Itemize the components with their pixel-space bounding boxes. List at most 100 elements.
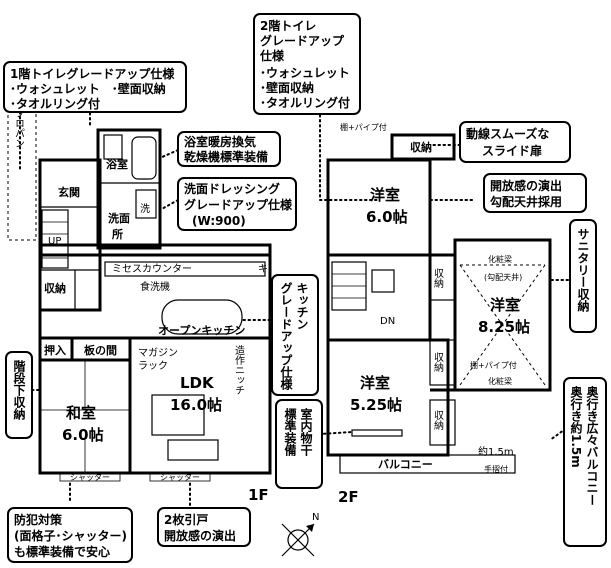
- svg-text:1階トイレグレードアップ仕様: 1階トイレグレードアップ仕様: [10, 66, 175, 81]
- svg-text:開放感の演出: 開放感の演出: [164, 528, 236, 543]
- toilet-1f: [103, 134, 123, 160]
- label-handrail: 手摺付: [484, 464, 508, 474]
- toilet-2f: [371, 269, 395, 293]
- svg-text:･ウォシュレット: ･ウォシュレット: [260, 66, 350, 80]
- callout-kitchen: キッチン グレードアップ仕様: [271, 274, 319, 396]
- callout-toilet1: 1階トイレグレードアップ仕様 ･ウォシュレット ･壁面収納 ･タオルリング付: [3, 61, 187, 113]
- label-beam-1: 化粧梁: [488, 254, 512, 264]
- room-washitsu-size: 6.0帖: [62, 426, 104, 444]
- svg-text:キッチン: キッチン: [295, 282, 309, 330]
- label-dishwasher: 食洗機: [140, 280, 170, 293]
- compass-icon: N: [281, 512, 319, 557]
- svg-text:室内物干: 室内物干: [299, 407, 313, 457]
- shutter-washitsu: [59, 472, 121, 482]
- balcony-outline: [339, 454, 516, 474]
- svg-text:グレードアップ: グレードアップ: [260, 33, 345, 48]
- svg-text:2階トイレ: 2階トイレ: [260, 18, 316, 33]
- label-openkitchen: オープンキッチン: [158, 323, 245, 337]
- label-sink-cab: 洗: [140, 203, 150, 215]
- label-magazine-1: マガジン: [138, 347, 178, 359]
- label-pipe-2: 棚+パイプ付: [470, 360, 517, 370]
- room-storage-2: 収納: [432, 352, 444, 373]
- label-propane: プロパン: [13, 108, 25, 148]
- callout-ceiling: 開放感の演出 勾配天井採用: [483, 173, 587, 213]
- kitchen-island: [161, 299, 243, 335]
- room-storage-3: 収納: [432, 410, 444, 431]
- room-youshitsu-a: 洋室: [370, 186, 400, 204]
- room-youshitsu-a-size: 6.0帖: [366, 208, 408, 226]
- dining-table: [151, 394, 205, 436]
- svg-text:防犯対策: 防犯対策: [14, 512, 63, 527]
- room-storage-1: 収納: [432, 268, 444, 289]
- callout-sanitary: サニタリー収納: [569, 219, 597, 333]
- room-oshi: 押入: [44, 343, 66, 357]
- room-balcony: バルコニー: [378, 458, 433, 471]
- room-storage-1f: 収納: [44, 281, 66, 295]
- bathtub: [131, 136, 157, 180]
- svg-text:も標準装備で安心: も標準装備で安心: [14, 544, 110, 559]
- callout-toilet2: 2階トイレ グレードアップ 仕様 ･ウォシュレット ･壁面収納 ･タオルリング付: [253, 13, 361, 115]
- svg-text:(面格子･シャッター): (面格子･シャッター): [14, 528, 127, 543]
- sofa: [167, 439, 219, 461]
- callout-balcony: 奥行き広々バルコニー 奥行き約1.5m: [563, 377, 607, 547]
- room-bath: 浴室: [106, 157, 128, 171]
- room-youshitsu-c: 洋室: [490, 296, 520, 314]
- room-washroom-2: 所: [112, 227, 123, 241]
- svg-text:開放感の演出: 開放感の演出: [490, 178, 562, 193]
- svg-text:奥行き広々バルコニー: 奥行き広々バルコニー: [585, 385, 599, 506]
- label-pipe-1: 棚+パイプ付: [340, 122, 387, 132]
- svg-text:仕様: 仕様: [259, 48, 285, 63]
- floor2-stairs: [331, 261, 367, 311]
- shutter-ldk: [149, 472, 211, 482]
- svg-text:乾燥機標準装備: 乾燥機標準装備: [184, 149, 268, 164]
- svg-text:スライド扉: スライド扉: [482, 143, 542, 158]
- room-storage-top: 収納: [410, 140, 432, 154]
- callout-stairs: 階段下収納: [5, 351, 33, 439]
- svg-text:勾配天井採用: 勾配天井採用: [490, 194, 562, 209]
- label-shutter-2: シャッター: [160, 473, 200, 482]
- callout-security: 防犯対策 (面格子･シャッター) も標準装備で安心: [7, 507, 133, 563]
- svg-text:･タオルリング付: ･タオルリング付: [260, 95, 350, 110]
- label-ceiling: (勾配天井): [484, 272, 522, 282]
- svg-text:グレードアップ仕様: グレードアップ仕様: [279, 281, 293, 391]
- callout-laundry: 室内物干 標準装備: [275, 399, 323, 489]
- svg-text:サニタリー収納: サニタリー収納: [576, 228, 590, 313]
- svg-text:･壁面収納: ･壁面収納: [260, 80, 314, 95]
- callout-bath: 浴室暖房換気 乾燥機標準装備: [177, 131, 281, 167]
- label-misesu: ミセスカウンター: [112, 263, 192, 275]
- svg-text:グレードアップ仕様: グレードアップ仕様: [184, 197, 293, 212]
- callout-sliding: 2枚引戸 開放感の演出: [157, 507, 251, 547]
- label-magazine-2: ラック: [138, 360, 168, 372]
- stairs-up: UP: [48, 236, 61, 247]
- svg-text:浴室暖房換気: 浴室暖房換気: [184, 134, 256, 149]
- svg-text:動線スムーズな: 動線スムーズな: [466, 126, 549, 141]
- laundry-bar: [351, 429, 403, 437]
- room-youshitsu-b: 洋室: [360, 374, 390, 392]
- callout-door: 動線スムーズな スライド扉: [459, 121, 571, 163]
- room-ldk-size: 16.0帖: [170, 396, 222, 414]
- room-youshitsu-c-size: 8.25帖: [478, 318, 530, 336]
- kitchen-back-counter: [104, 261, 266, 277]
- room-ldk: LDK: [180, 374, 215, 392]
- floor2-walls: [326, 133, 552, 474]
- svg-text:階段下収納: 階段下収納: [12, 359, 26, 421]
- sloped-ceiling: [459, 264, 546, 386]
- stairs-dn: DN: [380, 316, 395, 327]
- svg-text:標準装備: 標準装備: [283, 407, 297, 457]
- svg-text:2枚引戸: 2枚引戸: [164, 512, 208, 527]
- floor1-label: 1F: [248, 486, 269, 504]
- label-shutter-1: シャッター: [70, 473, 110, 482]
- label-niche: 造作ニッチ: [233, 344, 245, 395]
- label-depth: 約1.5m: [478, 445, 514, 458]
- svg-text:洗面ドレッシング: 洗面ドレッシング: [184, 181, 280, 196]
- floor1-stairs: [41, 209, 69, 269]
- compass-north: N: [312, 512, 319, 523]
- svg-text:(W:900): (W:900): [192, 214, 246, 228]
- room-washitsu: 和室: [66, 404, 96, 422]
- svg-text:･ウォシュレット ･壁面収納: ･ウォシュレット ･壁面収納: [10, 81, 166, 96]
- floor2-label: 2F: [338, 488, 359, 506]
- svg-text:奥行き約1.5m: 奥行き約1.5m: [569, 385, 583, 468]
- wash-basin: [135, 189, 157, 219]
- tatami: [40, 360, 130, 473]
